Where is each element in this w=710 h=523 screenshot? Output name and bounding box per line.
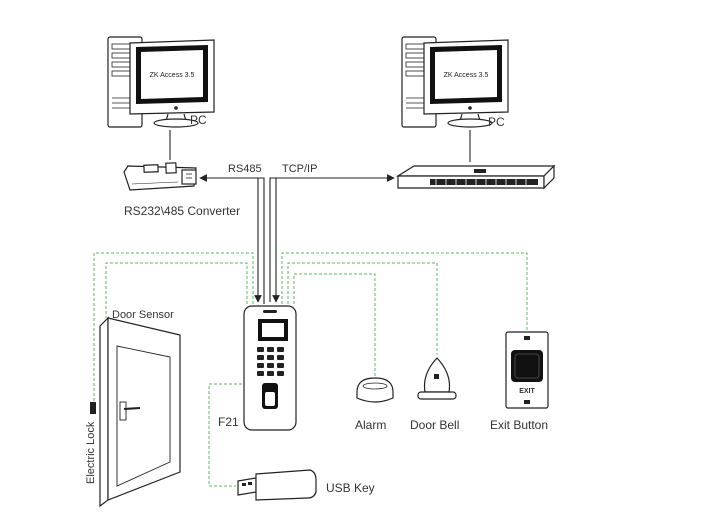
- converter-label: RS232\485 Converter: [124, 204, 240, 218]
- pc-right-label: PC: [488, 115, 505, 129]
- door-bell-icon: [417, 357, 457, 400]
- pc-left-screen-text: ZK Access 3.5: [150, 72, 195, 79]
- usb-key-label: USB Key: [326, 481, 375, 495]
- door-bell-wire: [287, 262, 438, 355]
- rs485-label: RS485: [228, 163, 262, 175]
- pc-left-label: PC: [190, 113, 207, 127]
- exit-button-label: Exit Button: [490, 418, 548, 432]
- exit-button-icon: [505, 331, 549, 409]
- usb-key-icon: [237, 469, 317, 501]
- exit-button-wire: [281, 252, 528, 330]
- device-wiring: [93, 252, 528, 487]
- converter-icon: [123, 162, 197, 191]
- f21-label: F21: [218, 415, 239, 429]
- exit-plate-text: EXIT: [519, 388, 535, 395]
- switch-icon: [395, 164, 556, 190]
- alarm-wire: [293, 273, 376, 376]
- converter: RS232\485 Converter: [123, 130, 240, 218]
- monitor-right-icon: [423, 39, 509, 128]
- door-bell-label: Door Bell: [410, 418, 459, 432]
- alarm-label: Alarm: [355, 418, 386, 432]
- monitor-left-icon: [129, 39, 215, 128]
- alarm-icon: [356, 377, 394, 403]
- door-sensor-label: Door Sensor: [112, 309, 174, 321]
- lock-wire: [93, 252, 254, 408]
- electric-lock-label: Electric Lock: [85, 421, 97, 484]
- electric-lock-icon: [90, 402, 96, 414]
- rs485-connection: RS485: [199, 163, 265, 304]
- pc-left: ZK Access 3.5 PC: [107, 36, 215, 128]
- f21-terminal-icon: [243, 305, 297, 431]
- tcpip-connection: TCP/IP: [269, 163, 395, 303]
- pc-right: ZK Access 3.5 PC: [401, 36, 509, 129]
- door-icon: [90, 316, 181, 508]
- pc-right-screen-text: ZK Access 3.5: [444, 72, 489, 79]
- door-sensor-wire: [105, 262, 248, 318]
- tcpip-label: TCP/IP: [282, 163, 317, 175]
